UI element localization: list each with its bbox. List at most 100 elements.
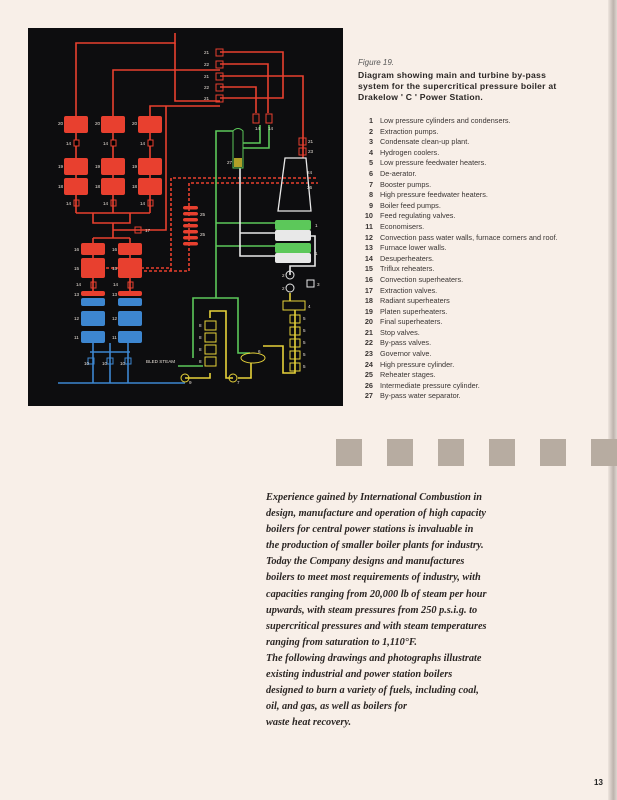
- grey-square: [489, 439, 515, 466]
- diagram-number-label: 10: [84, 361, 90, 366]
- diagram-number-label: 14: [66, 201, 72, 206]
- key-item: 1 Low pressure cylinders and condensers.: [358, 116, 608, 127]
- key-item: 6 De-aerator.: [358, 169, 608, 180]
- diagram-number-label: 12: [112, 316, 118, 321]
- diagram-number-label: 21: [204, 74, 210, 79]
- hp-cylinder: [277, 157, 312, 212]
- desuperheater: [110, 199, 117, 207]
- diagram-number-label: 15: [112, 266, 118, 271]
- body-line: The following drawings and photographs i…: [266, 652, 482, 664]
- diagram-number-label: 22: [204, 62, 210, 67]
- feed-pipe: [263, 310, 296, 374]
- key-text: Hydrogen coolers.: [380, 147, 440, 157]
- diagram-number-label: 24: [307, 170, 313, 175]
- diagram-number-label: 14: [113, 282, 119, 287]
- key-text: Radiant superheaters: [380, 296, 450, 306]
- diagram-number-label: 15: [74, 266, 80, 271]
- diagram-number-label: 14: [103, 201, 109, 206]
- figure-label: Figure 19.: [358, 58, 395, 67]
- key-text: Final superheaters.: [380, 317, 443, 327]
- diagram-number-label: 23: [308, 149, 314, 154]
- grey-square: [438, 439, 464, 466]
- key-text: De-aerator.: [380, 168, 417, 178]
- separator-water: [234, 158, 242, 167]
- condensate-pipe: [192, 297, 216, 358]
- extraction-pipe: [113, 106, 167, 231]
- desuperheater: [74, 140, 79, 146]
- body-line: boilers to meet most requirements of ind…: [266, 572, 481, 584]
- reheater-stage: [183, 230, 198, 234]
- key-text: By-pass water separator.: [380, 391, 461, 401]
- key-text: Booster pumps.: [380, 179, 432, 189]
- diagram-number-label: 8: [199, 323, 202, 328]
- economiser: [81, 331, 105, 343]
- desuperheater: [111, 140, 116, 146]
- key-number: 13: [364, 243, 373, 253]
- diagram-number-label: 3: [317, 282, 320, 287]
- key-text: Extraction pumps.: [380, 126, 439, 136]
- diagram-number-label: 6: [258, 349, 261, 354]
- radiant-superheater: [138, 178, 162, 195]
- diagram-number-label: 21: [204, 50, 210, 55]
- key-item: 22 By-pass valves.: [358, 338, 608, 349]
- diagram-number-label: 8: [199, 335, 202, 340]
- steam-pipe: [112, 69, 220, 116]
- cleanup-plant: [306, 279, 315, 288]
- key-number: 1: [368, 116, 373, 125]
- steam-pipe: [174, 43, 220, 102]
- key-text: Low pressure feedwater heaters.: [380, 158, 487, 168]
- desuperheater: [252, 113, 260, 124]
- lp-feedwater-heater: [289, 362, 301, 372]
- bled-steam-label: BLED STEAM: [146, 359, 175, 364]
- page-number: 13: [594, 778, 603, 787]
- diagram-number-label: 14: [255, 126, 261, 131]
- figure-caption: Figure 19. Diagram showing main and turb…: [358, 58, 603, 103]
- body-line: capacities ranging from 20,000 lb of ste…: [266, 588, 487, 600]
- diagram-number-label: 1: [315, 251, 318, 256]
- body-line: design, manufacture and operation of hig…: [266, 508, 486, 520]
- steam-pipe: [220, 51, 284, 99]
- key-number: 22: [364, 338, 373, 348]
- key-number: 2: [368, 126, 373, 136]
- key-number: 27: [364, 391, 373, 401]
- body-line: designed to burn a variety of fuels, inc…: [266, 685, 479, 697]
- grey-square: [336, 439, 362, 466]
- lp-feedwater-heater: [289, 350, 301, 360]
- key-item: 2 Extraction pumps.: [358, 127, 608, 138]
- hp-feedwater-heater: [204, 332, 217, 343]
- desuperheater: [147, 139, 154, 147]
- valve: [215, 72, 224, 81]
- key-number: 5: [368, 158, 373, 168]
- platen-superheater: [138, 158, 162, 175]
- body-line: Today the Company designs and manufactur…: [266, 556, 465, 568]
- final-superheater: [101, 116, 125, 133]
- key-number: 12: [364, 232, 373, 242]
- key-number: 9: [368, 200, 373, 210]
- bypass-water-separator: [232, 128, 244, 169]
- platen-superheater: [101, 158, 125, 175]
- key-text: By-pass valves.: [380, 338, 432, 348]
- final-superheater: [138, 116, 162, 133]
- diagram-number-label: 16: [74, 247, 80, 252]
- page-edge: [608, 0, 617, 800]
- radiant-superheater: [64, 178, 88, 195]
- lp-cylinder: [275, 243, 311, 253]
- key-text: Low pressure cylinders and condensers.: [380, 116, 511, 125]
- key-number: 6: [368, 168, 373, 178]
- diagram-number-label: 13: [74, 292, 80, 297]
- key-number: 14: [364, 253, 373, 263]
- furnace-lower-wall: [118, 298, 142, 306]
- condenser: [275, 230, 311, 241]
- diagram-number-label: 5: [303, 352, 306, 357]
- body-line: existing industrial and power station bo…: [266, 669, 453, 681]
- grey-square: [591, 439, 617, 466]
- valve: [298, 137, 307, 146]
- diagram-number-label: 20: [132, 121, 138, 126]
- diagram-number-label: 8: [199, 347, 202, 352]
